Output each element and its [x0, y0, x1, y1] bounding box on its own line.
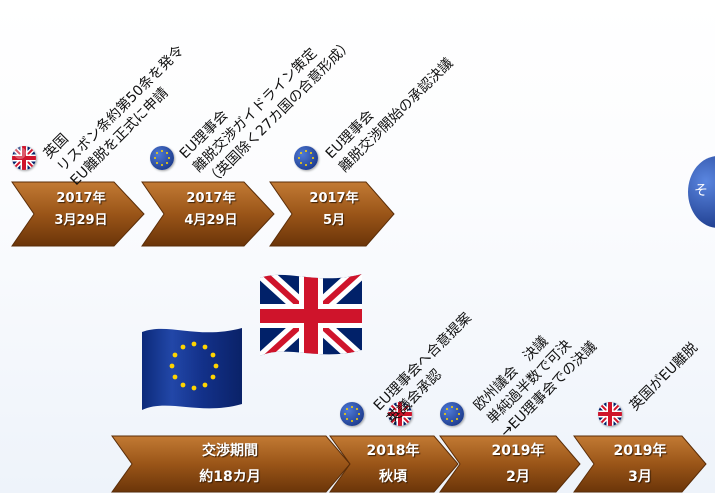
- date-2019-03: 2019年 3月: [598, 438, 682, 490]
- date-day: 5月: [322, 213, 346, 228]
- negotiation-duration: 約18カ月: [199, 469, 261, 485]
- date-day: 秋頃: [379, 469, 407, 485]
- date-day: 3月: [628, 469, 652, 485]
- timeline-arrow-negotiation: [111, 435, 351, 493]
- event-line: 離脱交渉開始の承認決議: [336, 55, 457, 176]
- date-2017-03-29: 2017年 3月29日: [36, 188, 126, 232]
- negotiation-label: 交渉期間: [202, 443, 258, 459]
- event-label-2018-autumn: EU理事会へ合意提案 英議会承認: [370, 309, 490, 429]
- date-year: 2019年: [491, 443, 545, 459]
- timeline-arrow-2017-03-29: [11, 181, 145, 247]
- event-line: 英国がEU離脱: [626, 339, 702, 415]
- date-year: 2017年: [56, 191, 106, 206]
- event-label-2019-02: 欧州議会 決議 単純過半数で可決 →EU理事会での決議: [470, 311, 601, 442]
- date-year: 2019年: [613, 443, 667, 459]
- date-2018-autumn: 2018年 秋頃: [350, 438, 436, 490]
- date-day: 3月29日: [54, 213, 108, 228]
- date-2019-02: 2019年 2月: [472, 438, 564, 490]
- edge-partial-text: そ: [694, 183, 708, 199]
- event-label-2017-03-29: 英国 リスボン条約第50条を発令 EU離脱を正式に申請: [40, 28, 202, 190]
- uk-flag-icon: [12, 146, 36, 170]
- date-year: 2017年: [186, 191, 236, 206]
- date-day: 4月29日: [184, 213, 238, 228]
- timeline-arrow-2017-04-29: [141, 181, 275, 247]
- eu-flag-icon: [340, 402, 364, 426]
- date-2017-04-29: 2017年 4月29日: [166, 188, 256, 232]
- globe-partial-icon: そ: [688, 156, 715, 228]
- event-label-2017-04-29: EU理事会 離脱交渉ガイドライン策定 （英国除く27カ国の合意形成）: [176, 9, 358, 191]
- eu-flag-icon: [440, 402, 464, 426]
- timeline-arrow-2018-autumn: [329, 435, 459, 493]
- eu-flag-large-icon: [138, 318, 246, 424]
- negotiation-period: 交渉期間 約18カ月: [140, 438, 320, 490]
- eu-flag-icon: [294, 146, 318, 170]
- date-year: 2018年: [366, 443, 420, 459]
- date-day: 2月: [506, 469, 530, 485]
- uk-flag-icon: [598, 402, 622, 426]
- timeline-arrow-2017-05: [269, 181, 395, 247]
- timeline-arrow-2019-03: [573, 435, 707, 493]
- event-line: 離脱交渉ガイドライン策定: [190, 45, 321, 176]
- uk-flag-large-icon: [256, 266, 366, 370]
- event-label-2019-03: 英国がEU離脱: [626, 339, 702, 415]
- date-year: 2017年: [309, 191, 359, 206]
- date-2017-05: 2017年 5月: [292, 188, 376, 232]
- uk-flag-icon: [388, 402, 412, 426]
- timeline-arrow-2019-02: [439, 435, 581, 493]
- eu-flag-icon: [150, 146, 174, 170]
